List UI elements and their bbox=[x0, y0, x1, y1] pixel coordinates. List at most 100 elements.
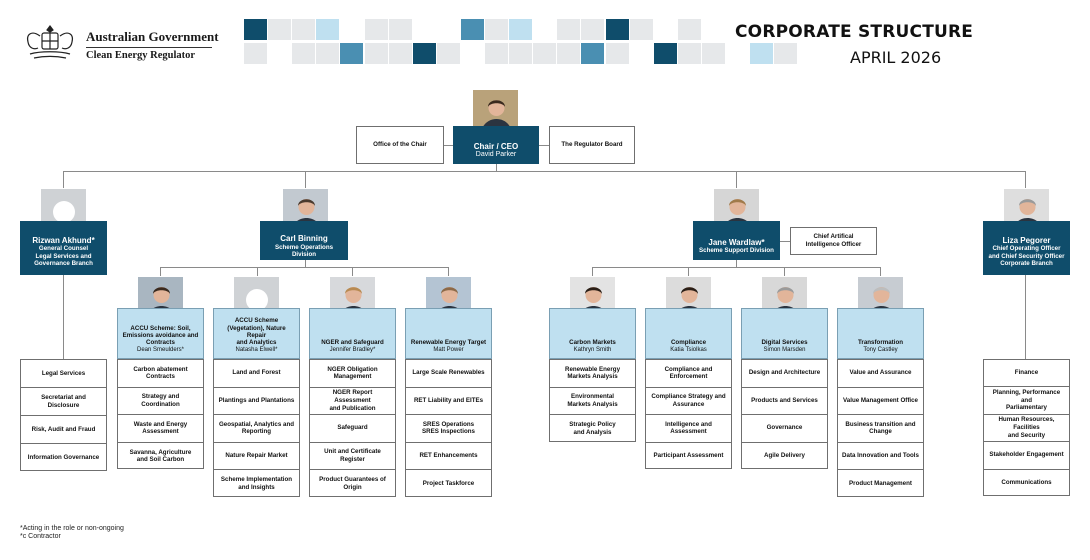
decorative-tile bbox=[677, 43, 701, 64]
section-item: NGER Obligation Management bbox=[310, 360, 395, 388]
decorative-tile bbox=[509, 43, 533, 64]
scheme-support-head-name: Jane Wardlaw* bbox=[708, 238, 765, 248]
branch-head-name: Kathryn Smith bbox=[573, 346, 612, 353]
branch-head-name: Simon Marsden bbox=[763, 346, 806, 353]
section-item: NGER Report Assessment and Publication bbox=[310, 388, 395, 415]
section-item: Carbon abatement Contracts bbox=[118, 360, 203, 388]
branch-head-name: Jennifer Bradley* bbox=[329, 346, 376, 353]
regulator-board-label: The Regulator Board bbox=[561, 141, 623, 149]
section-item: Scheme Implementation and Insights bbox=[220, 476, 293, 491]
branch-header-box: ACCU Scheme (Vegetation), Nature Repair … bbox=[213, 308, 300, 359]
decorative-tile bbox=[605, 43, 629, 64]
branch-title: Carbon Markets bbox=[569, 339, 616, 347]
decorative-tile bbox=[533, 43, 557, 64]
decorative-tile bbox=[750, 43, 774, 64]
decorative-tile bbox=[677, 19, 701, 40]
chief-ai-officer-box: Chief Artifical Intelligence Officer bbox=[790, 227, 877, 255]
scheme-operations-head-name: Carl Binning bbox=[280, 234, 328, 244]
chief-ai-officer-label: Chief Artifical Intelligence Officer bbox=[805, 233, 862, 248]
section-item: Data Innovation and Tools bbox=[838, 443, 923, 470]
government-name: Australian Government bbox=[86, 29, 219, 44]
section-item: Compliance and Enforcement bbox=[646, 360, 731, 388]
decorative-tile bbox=[460, 19, 484, 40]
section-item: Compliance Strategy and Assurance bbox=[646, 388, 731, 415]
branch-title: Digital Services bbox=[761, 339, 808, 347]
decorative-tile bbox=[509, 19, 533, 40]
section-item: Safeguard bbox=[310, 415, 395, 443]
decorative-tile bbox=[340, 43, 364, 64]
decorative-tile bbox=[316, 43, 340, 64]
decorative-tile bbox=[316, 19, 340, 40]
branch-head-name: Natasha Elwell* bbox=[235, 346, 278, 353]
decorative-tile bbox=[412, 43, 436, 64]
section-item: Design and Architecture bbox=[742, 360, 827, 388]
decorative-tile-pattern bbox=[0, 0, 798, 70]
section-item: Product Management bbox=[849, 479, 912, 487]
decorative-tile bbox=[485, 43, 508, 64]
agency-name: Clean Energy Regulator bbox=[86, 50, 196, 61]
section-item: RET Enhancements bbox=[406, 443, 491, 470]
scheme-operations-division-box: Carl Binning Scheme Operations Division bbox=[260, 221, 348, 260]
section-item: Participant Assessment bbox=[653, 452, 724, 460]
decorative-tile bbox=[244, 19, 267, 40]
corporate-branch-box: Liza Pegorer Chief Operating Officer and… bbox=[983, 221, 1070, 275]
chair-title: Chair / CEO bbox=[473, 142, 519, 152]
decorative-tile bbox=[557, 19, 581, 40]
office-of-the-chair-label: Office of the Chair bbox=[373, 141, 427, 149]
decorative-tile bbox=[436, 43, 460, 64]
regulator-board-box: The Regulator Board bbox=[549, 126, 635, 164]
decorative-tile bbox=[292, 19, 316, 40]
coo-name: Liza Pegorer bbox=[1002, 236, 1051, 246]
section-item: Agile Delivery bbox=[764, 452, 805, 460]
branch-title: NGER and Safeguard bbox=[321, 339, 384, 347]
section-item: Product Guarantees of Origin bbox=[319, 476, 386, 491]
branch-head-name: Tony Castley bbox=[863, 346, 898, 353]
chair-name: David Parker bbox=[475, 151, 517, 159]
logo-divider bbox=[86, 47, 212, 48]
decorative-tile bbox=[485, 19, 508, 40]
branch-title: Renewable Energy Target bbox=[410, 339, 487, 347]
footnote-acting: *Acting in the role or non-ongoing bbox=[20, 525, 124, 532]
section-item: Strategy and Coordination bbox=[118, 388, 203, 415]
section-item: Savanna, Agriculture and Soil Carbon bbox=[129, 448, 192, 464]
section-item: Project Taskforce bbox=[422, 479, 475, 487]
section-item: Environmental Markets Analysis bbox=[550, 388, 635, 415]
decorative-tile bbox=[653, 43, 677, 64]
section-item: Legal Services bbox=[21, 360, 106, 388]
section-item: Human Resources, Facilities and Security bbox=[984, 415, 1069, 443]
branch-title: ACCU Scheme (Vegetation), Nature Repair … bbox=[227, 317, 286, 347]
section-item: Stakeholder Engagement bbox=[984, 442, 1069, 470]
scheme-support-division-box: Jane Wardlaw* Scheme Support Division bbox=[693, 221, 780, 260]
section-item: Intelligence and Assessment bbox=[646, 415, 731, 443]
decorative-tile bbox=[557, 43, 581, 64]
branch-title: Compliance bbox=[670, 339, 707, 347]
decorative-tile bbox=[364, 43, 388, 64]
section-item: Risk, Audit and Fraud bbox=[21, 416, 106, 444]
section-item: SRES Operations SRES Inspections bbox=[406, 415, 491, 443]
branch-header-box: ACCU Scheme: Soil, Emissions avoidance a… bbox=[117, 308, 204, 359]
page-title: CORPORATE STRUCTURE bbox=[735, 22, 974, 42]
section-item: Planning, Performance and Parliamentary bbox=[984, 387, 1069, 415]
decorative-tile bbox=[388, 19, 412, 40]
section-item: Unit and Certificate Register bbox=[310, 443, 395, 470]
branch-head-name: Matt Power bbox=[433, 346, 464, 353]
general-counsel-box: Rizwan Akhund* General Counsel Legal Ser… bbox=[20, 221, 107, 275]
section-item: Waste and Energy Assessment bbox=[118, 415, 203, 443]
section-item: RET Liability and EITEs bbox=[406, 388, 491, 415]
section-item: Value Management Office bbox=[838, 388, 923, 415]
decorative-tile bbox=[701, 43, 725, 64]
decorative-tile bbox=[268, 19, 292, 40]
branch-head-name: Dean Smeulders* bbox=[136, 346, 185, 353]
